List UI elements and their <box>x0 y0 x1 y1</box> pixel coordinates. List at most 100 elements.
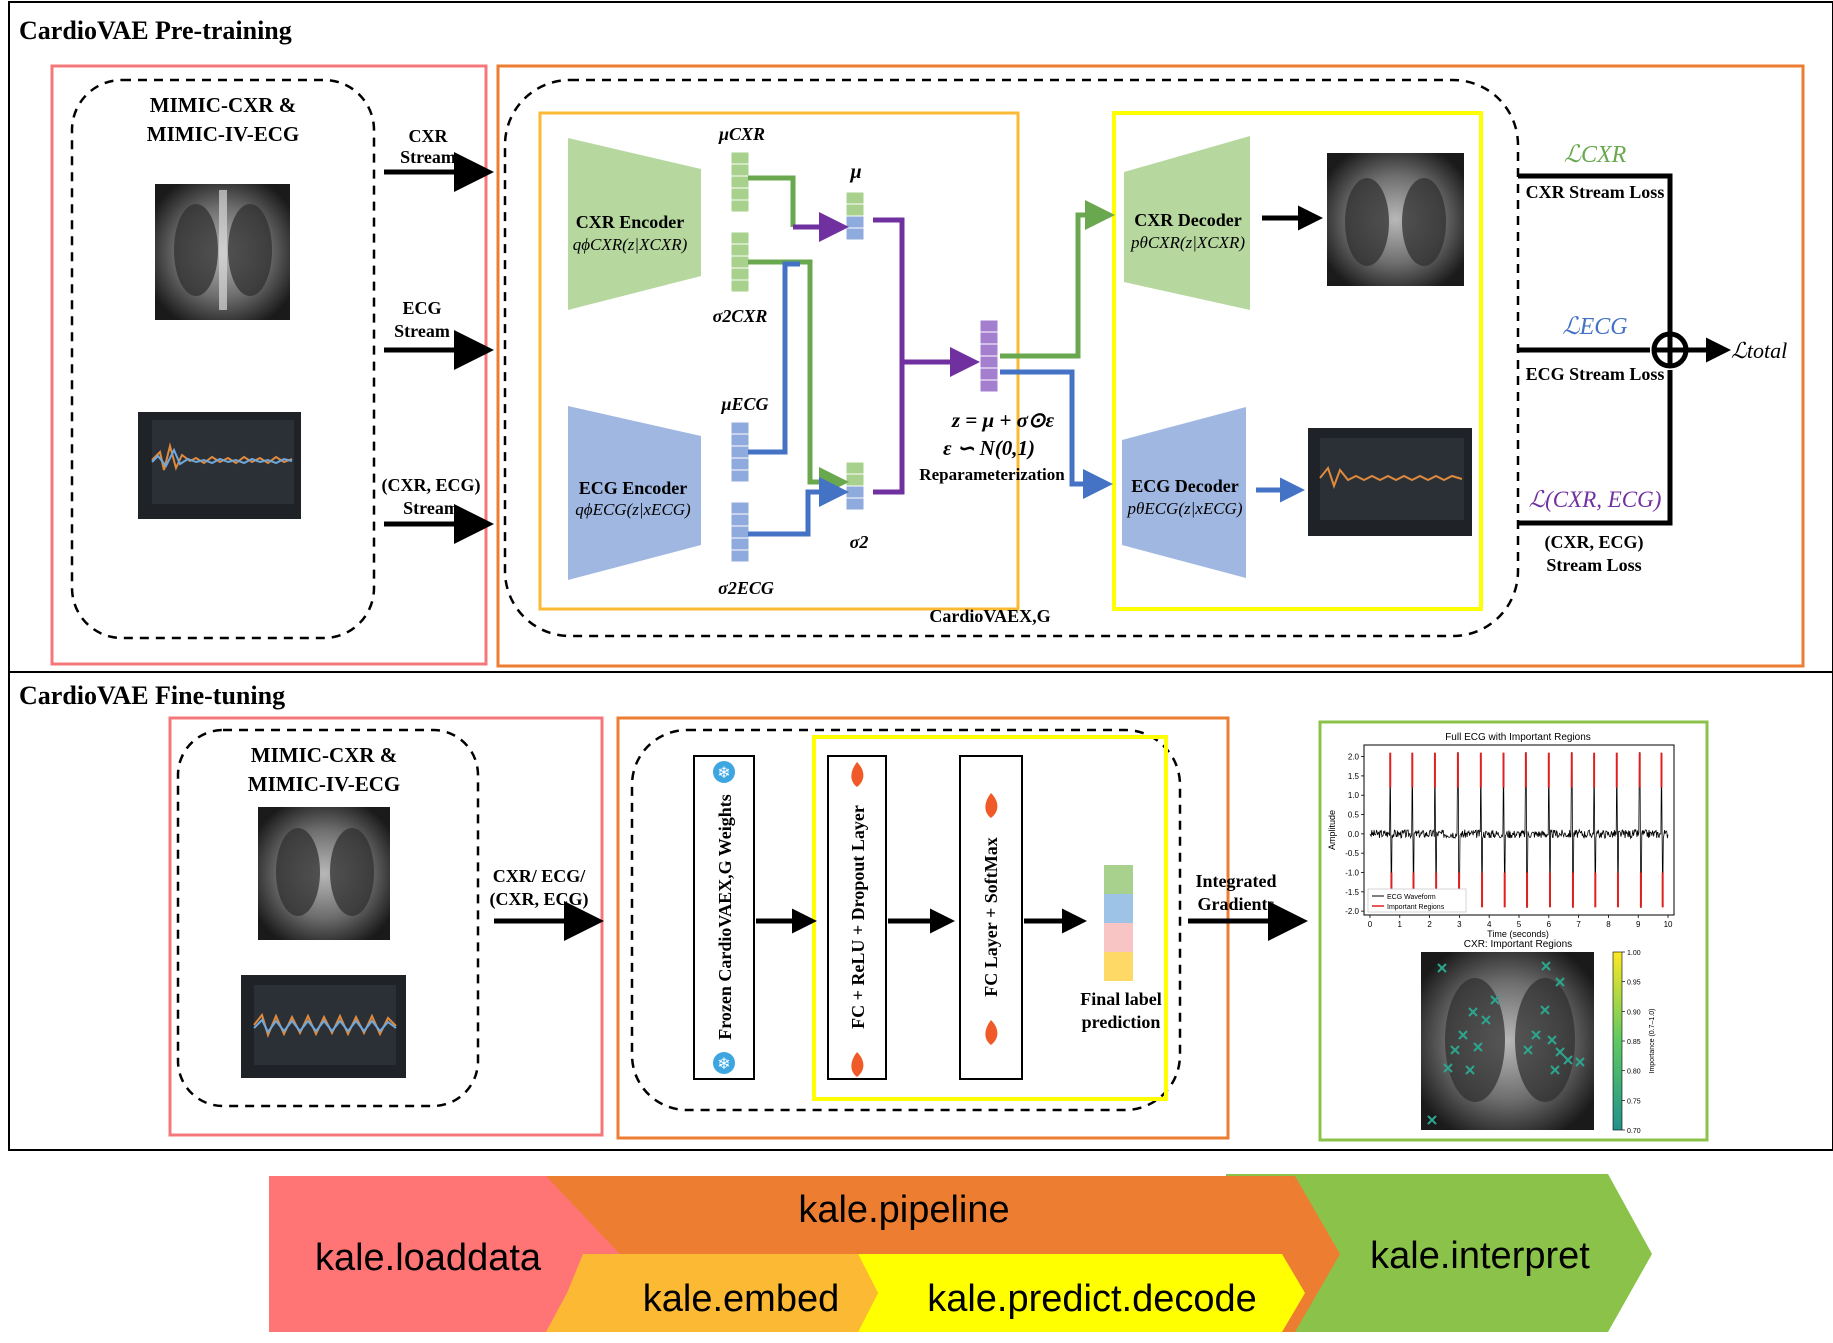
colorbar-tick-label: 0.90 <box>1627 1009 1641 1016</box>
ecg-stream-label-line1: ECG <box>402 298 441 318</box>
ecg-xtick-label: 5 <box>1517 920 1522 929</box>
ecg-xtick-label: 0 <box>1368 920 1373 929</box>
ft-dataset-title-line2: MIMIC-IV-ECG <box>248 772 400 796</box>
ecg-ytick-label: 1.5 <box>1348 772 1360 781</box>
final-label-line2: prediction <box>1082 1012 1161 1032</box>
colorbar-tick-label: 1.00 <box>1627 950 1641 957</box>
banner-embed-arrow <box>546 1254 878 1332</box>
encoder-box <box>538 111 1020 611</box>
cxr-stream-label-line2: Stream <box>400 147 456 167</box>
colorbar-tick-label: 0.95 <box>1627 980 1641 987</box>
sigma-vector <box>845 461 865 511</box>
pretraining-title: CardioVAE Pre-training <box>19 16 292 45</box>
ecg-xtick-label: 2 <box>1427 920 1432 929</box>
ecg-xtick-label: 9 <box>1636 920 1641 929</box>
cxr-stream-label-line1: CXR <box>409 126 449 146</box>
importance-marker <box>1481 1015 1491 1025</box>
importance-marker <box>1555 1047 1565 1057</box>
ft-cxr-image <box>258 807 390 940</box>
legend-important-regions: Important Regions <box>1387 904 1445 911</box>
z-to-cxr-decoder-connector <box>1000 200 1115 359</box>
sigma-cxr-to-sigma-connector <box>748 259 849 497</box>
ft-pipeline-box <box>616 716 1230 1140</box>
reparam-label: Reparameterization <box>919 465 1065 484</box>
reconstructed-cxr-image <box>1327 153 1464 286</box>
ft-model-dashed-box <box>630 728 1182 1112</box>
prediction-vector <box>1104 865 1133 981</box>
loss-joint-line <box>1518 370 1673 526</box>
snowflake-icon-bottom: ❄ <box>713 1052 735 1074</box>
ft-dataset-title-line1: MIMIC-CXR & <box>251 743 397 767</box>
reconstructed-ecg-image <box>1308 428 1472 536</box>
mu-cxr-to-mu-connector <box>748 175 796 227</box>
mu-ecg-vector <box>730 421 750 483</box>
sigma-to-z-connector <box>873 362 905 495</box>
z-to-ecg-decoder-connector <box>1000 369 1113 499</box>
cxr-encoder-shape <box>568 138 701 310</box>
ecg-decoder-shape <box>1122 407 1246 578</box>
importance-marker <box>1541 961 1551 971</box>
importance-marker <box>1490 995 1500 1005</box>
ecg-ytick-label: -0.5 <box>1345 849 1359 858</box>
ecg-xtick-label: 7 <box>1576 920 1581 929</box>
reparam-equation-1: z = μ + σ⊙ε <box>951 408 1055 432</box>
loss-ecg-symbol: ℒECG <box>1562 314 1627 340</box>
cxr-encoder-label: CXR Encoder <box>576 212 685 232</box>
decoder-box <box>1112 111 1483 611</box>
importance-marker <box>1450 1045 1460 1055</box>
loss-joint-label-line2: Stream Loss <box>1546 555 1641 575</box>
ecg-ytick-label: -1.5 <box>1345 888 1359 897</box>
ecg-decoder-label: ECG Decoder <box>1131 476 1238 496</box>
joint-stream-label-line2: Stream <box>403 498 459 518</box>
ecg-plot-title: Full ECG with Important Regions <box>1445 732 1591 743</box>
cxr-decoder-shape <box>1124 136 1250 310</box>
banner-predict-arrow <box>858 1254 1305 1332</box>
cardiovae-dashed-box <box>503 78 1520 638</box>
sigma-cxr-label: σ2CXR <box>713 306 768 326</box>
ecg-waveform-line <box>1369 752 1669 908</box>
ecg-plot-ylabel: Amplitude <box>1327 810 1337 850</box>
finetuning-panel <box>8 671 1833 1151</box>
loss-cxr-line <box>1518 173 1673 350</box>
importance-marker <box>1443 1063 1453 1073</box>
flame-icon-2 <box>985 793 998 818</box>
banner-interpret-arrow <box>1226 1174 1652 1332</box>
importance-marker <box>1563 1055 1573 1065</box>
importance-marker <box>1473 1042 1483 1052</box>
loss-cxr-label: CXR Stream Loss <box>1526 182 1665 202</box>
pipeline-box <box>496 64 1805 668</box>
importance-marker <box>1540 1005 1550 1015</box>
importance-marker <box>1523 1045 1533 1055</box>
banner-pipeline-label: kale.pipeline <box>798 1189 1009 1231</box>
ecg-ytick-label: 2.0 <box>1348 753 1360 762</box>
dataset-title-line2: MIMIC-IV-ECG <box>147 122 299 146</box>
banner-loaddata-arrow <box>269 1176 620 1332</box>
banner-loaddata-label: kale.loaddata <box>315 1237 542 1279</box>
snowflake-icon: ❄ <box>713 761 735 783</box>
colorbar-ticks: 1.000.950.900.850.800.750.70 <box>1622 950 1641 1135</box>
joint-stream-label-line1: (CXR, ECG) <box>382 475 481 496</box>
sigma2-label: σ2 <box>850 532 869 552</box>
mu-ecg-label: μECG <box>720 394 768 414</box>
importance-marker <box>1547 1035 1557 1045</box>
ecg-encoder-formula: qϕECG(z|xECG) <box>575 500 691 519</box>
cxr-importance-markers <box>1427 961 1585 1125</box>
integrated-gradients-line2: Gradients <box>1197 894 1274 914</box>
importance-marker <box>1575 1057 1585 1067</box>
ecg-ytick-label: 1.0 <box>1348 791 1360 800</box>
fc-softmax-label: FC Layer + SoftMax <box>981 837 1001 996</box>
svg-text:❄: ❄ <box>717 1056 730 1073</box>
ecg-xtick-label: 3 <box>1457 920 1462 929</box>
ecg-xtick-label: 6 <box>1547 920 1552 929</box>
sum-operator-icon <box>1651 331 1689 369</box>
dataset-title-line1: MIMIC-CXR & <box>150 93 296 117</box>
cxr-encoder-formula: qϕCXR(z|XCXR) <box>573 235 688 254</box>
ecg-plot-legend: ECG Waveform Important Regions <box>1367 888 1467 913</box>
fc-relu-dropout-block <box>827 755 887 1080</box>
ecg-decoder-formula: pθECG(z|xECG) <box>1126 499 1242 518</box>
ecg-ytick-label: 0.5 <box>1348 811 1360 820</box>
importance-marker <box>1555 977 1565 987</box>
ecg-xtick-label: 10 <box>1664 920 1673 929</box>
mu-label: μ <box>849 161 861 183</box>
cxr-decoder-formula: pθCXR(z|XCXR) <box>1130 233 1245 252</box>
